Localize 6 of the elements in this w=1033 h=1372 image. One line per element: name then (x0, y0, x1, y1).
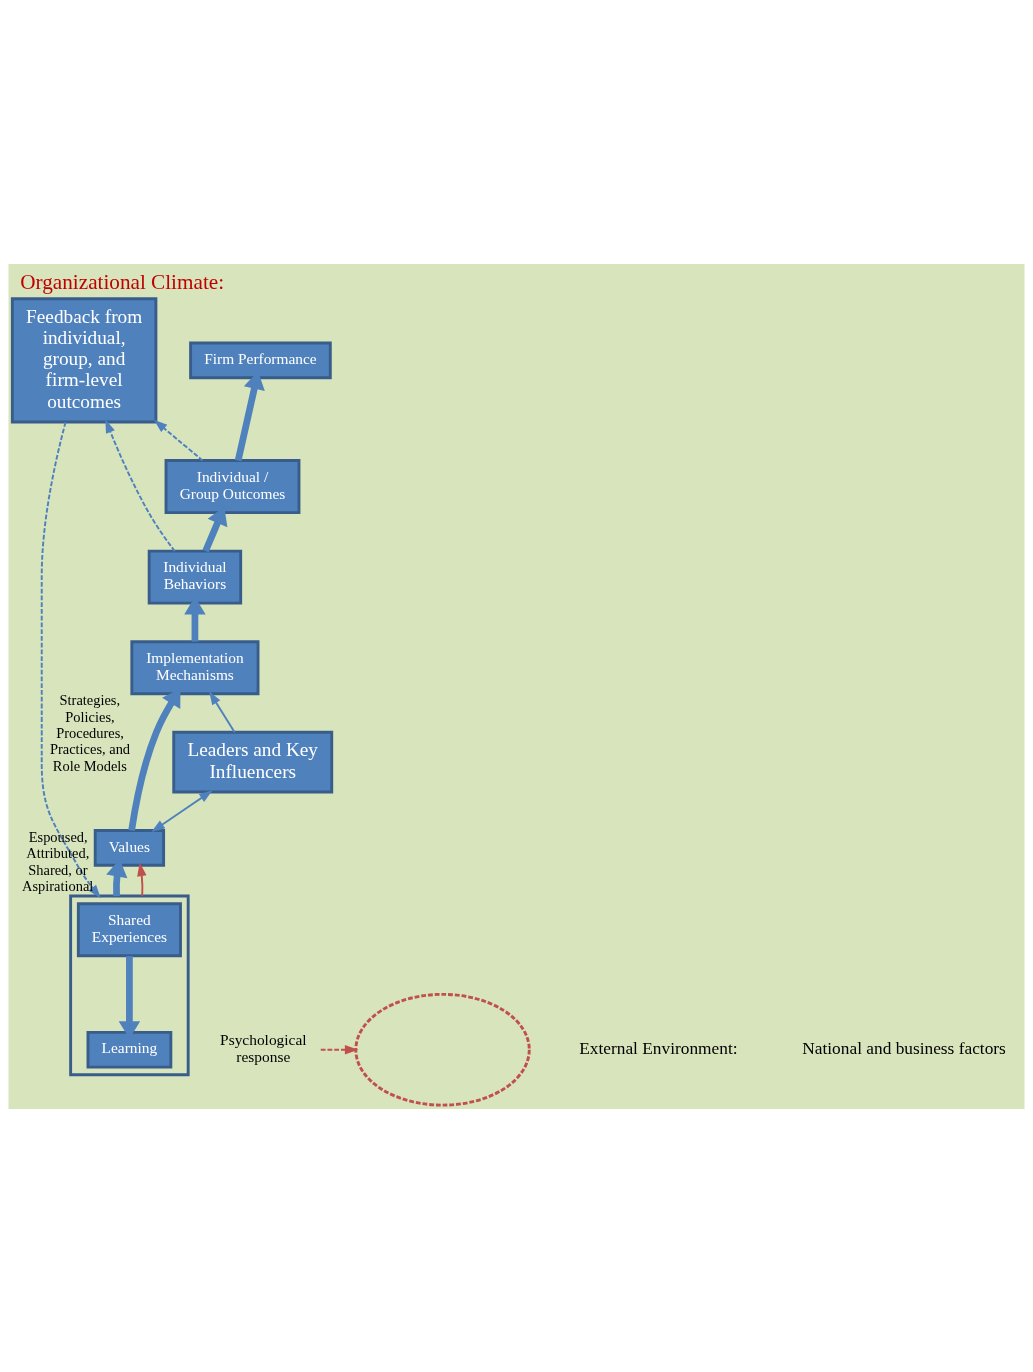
node-label: Strategies, Policies, Procedures, Practices, and Role Models (49, 691, 131, 774)
node-text: Psychological response (220, 1030, 307, 1065)
label: National and business factors (802, 1038, 1006, 1058)
node-label: Espoused, Attributed, Shared, or Aspirational (21, 828, 94, 894)
diagram-title: Organizational Climate: (20, 269, 225, 294)
label: External Environment: (579, 1038, 738, 1058)
